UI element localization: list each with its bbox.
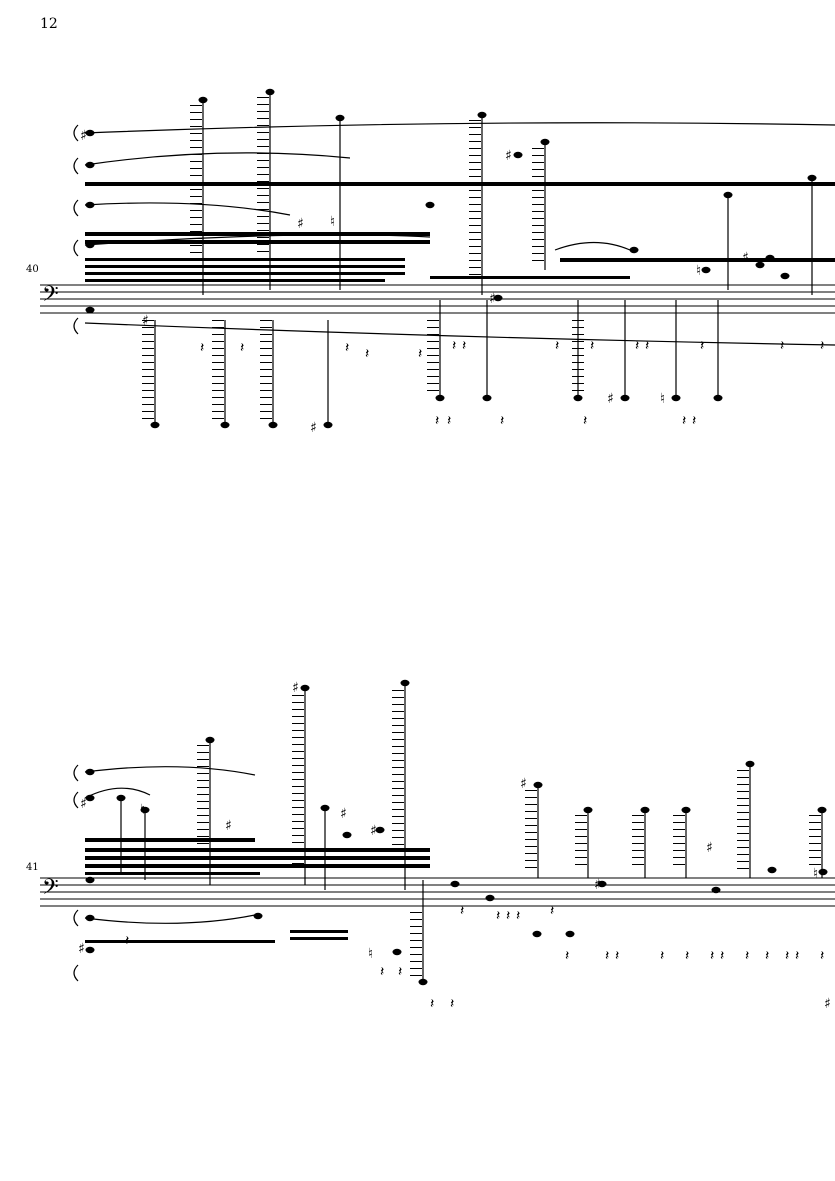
svg-text:𝄽: 𝄽: [398, 964, 402, 980]
staff-lines: [40, 877, 835, 907]
svg-text:♯: ♯: [370, 823, 377, 839]
svg-text:𝄽: 𝄽: [583, 413, 587, 429]
svg-text:♯: ♯: [80, 796, 87, 812]
svg-text:𝄽: 𝄽: [745, 948, 749, 964]
svg-text:♮: ♮: [696, 263, 701, 279]
svg-text:♯: ♯: [594, 877, 601, 893]
accidentals: ♯ ♯ ♯ ♯ ♯ ♯ ♯ ♯ ♮ ♮ ♯ ♯ ♮: [78, 680, 831, 1012]
svg-text:𝄽: 𝄽: [240, 340, 244, 356]
svg-text:𝄽: 𝄽: [590, 338, 594, 354]
svg-text:𝄢: 𝄢: [42, 282, 59, 312]
svg-text:𝄽: 𝄽: [692, 413, 696, 429]
svg-text:𝄽: 𝄽: [550, 903, 554, 919]
svg-text:𝄽: 𝄽: [820, 948, 824, 964]
svg-text:♮: ♮: [660, 391, 665, 407]
svg-text:𝄽: 𝄽: [785, 948, 789, 964]
svg-text:𝄽: 𝄽: [500, 413, 504, 429]
stems: [154, 92, 813, 425]
svg-text:𝄽: 𝄽: [660, 948, 664, 964]
svg-text:♯: ♯: [706, 840, 713, 856]
svg-text:𝄽: 𝄽: [645, 338, 649, 354]
rests: 𝄽 𝄽 𝄽 𝄽 𝄽 𝄽 𝄽 𝄽 𝄽 𝄽 𝄽 𝄽 𝄽 𝄽 𝄽 𝄽 𝄽 𝄽 𝄽 𝄽 …: [125, 903, 824, 1012]
svg-text:♯: ♯: [310, 420, 317, 436]
svg-text:♮: ♮: [140, 802, 145, 818]
svg-text:𝄽: 𝄽: [605, 948, 609, 964]
svg-text:𝄽: 𝄽: [555, 338, 559, 354]
svg-text:𝄽: 𝄽: [635, 338, 639, 354]
staff-lines: [40, 284, 835, 314]
svg-text:♯: ♯: [742, 250, 749, 266]
svg-text:♮: ♮: [368, 946, 373, 962]
svg-text:𝄽: 𝄽: [418, 346, 422, 362]
svg-text:♯: ♯: [225, 818, 232, 834]
svg-text:𝄽: 𝄽: [345, 340, 349, 356]
svg-text:♯: ♯: [142, 313, 149, 329]
ledger-lines: [197, 690, 821, 978]
bass-clef-icon: 𝄢: [42, 282, 59, 312]
svg-text:♮: ♮: [330, 214, 335, 230]
svg-text:𝄽: 𝄽: [565, 948, 569, 964]
svg-text:𝄽: 𝄽: [795, 948, 799, 964]
page-number: 12: [40, 16, 58, 32]
svg-text:𝄽: 𝄽: [765, 948, 769, 964]
svg-text:𝄽: 𝄽: [200, 340, 204, 356]
svg-text:♯: ♯: [489, 291, 496, 307]
svg-text:𝄽: 𝄽: [496, 908, 500, 924]
staff-system-1: 𝄢: [40, 88, 835, 436]
svg-text:𝄽: 𝄽: [435, 413, 439, 429]
stems: [120, 685, 823, 982]
svg-text:♯: ♯: [824, 996, 831, 1012]
ledger-lines: [142, 97, 584, 420]
rests: 𝄽 𝄽 𝄽 𝄽 𝄽 𝄽 𝄽 𝄽 𝄽 𝄽 𝄽 𝄽 𝄽 𝄽 𝄽 𝄽 𝄽 𝄽 𝄽 𝄽: [200, 338, 824, 429]
svg-text:𝄽: 𝄽: [460, 903, 464, 919]
svg-text:𝄽: 𝄽: [430, 996, 434, 1012]
svg-text:𝄽: 𝄽: [682, 413, 686, 429]
svg-text:𝄽: 𝄽: [516, 908, 520, 924]
svg-text:♯: ♯: [520, 776, 527, 792]
svg-text:𝄽: 𝄽: [710, 948, 714, 964]
measure-number: 41: [26, 862, 39, 873]
svg-text:♯: ♯: [607, 391, 614, 407]
svg-text:𝄽: 𝄽: [462, 338, 466, 354]
svg-text:♯: ♯: [297, 216, 304, 232]
staff-system-2: 𝄢: [40, 679, 835, 1012]
svg-text:♯: ♯: [78, 941, 85, 957]
chord-braces: [73, 764, 79, 982]
svg-text:𝄽: 𝄽: [700, 338, 704, 354]
svg-text:𝄢: 𝄢: [42, 875, 59, 905]
svg-text:𝄽: 𝄽: [820, 338, 824, 354]
ties: [84, 766, 256, 924]
svg-text:𝄽: 𝄽: [780, 338, 784, 354]
svg-text:♯: ♯: [340, 806, 347, 822]
svg-text:♯: ♯: [505, 148, 512, 164]
svg-text:𝄽: 𝄽: [447, 413, 451, 429]
svg-text:𝄽: 𝄽: [365, 346, 369, 362]
noteheads: [85, 88, 817, 429]
chord-braces: [73, 124, 79, 335]
accidentals: ♯ ♯ ♯ ♯ ♯ ♯ ♯ ♮ ♮ ♮ ♯: [80, 128, 749, 436]
svg-text:𝄽: 𝄽: [615, 948, 619, 964]
svg-text:♯: ♯: [80, 128, 87, 144]
svg-text:𝄽: 𝄽: [506, 908, 510, 924]
beams: [85, 182, 835, 282]
bass-clef-icon: 𝄢: [42, 875, 59, 905]
svg-text:𝄽: 𝄽: [125, 933, 129, 949]
noteheads: [85, 679, 828, 986]
svg-text:𝄽: 𝄽: [450, 996, 454, 1012]
beams: [85, 838, 430, 943]
svg-text:♮: ♮: [813, 866, 818, 882]
svg-text:♯: ♯: [292, 680, 299, 696]
svg-text:𝄽: 𝄽: [452, 338, 456, 354]
measure-number: 40: [26, 264, 39, 275]
svg-text:𝄽: 𝄽: [685, 948, 689, 964]
svg-text:𝄽: 𝄽: [380, 964, 384, 980]
svg-text:𝄽: 𝄽: [720, 948, 724, 964]
